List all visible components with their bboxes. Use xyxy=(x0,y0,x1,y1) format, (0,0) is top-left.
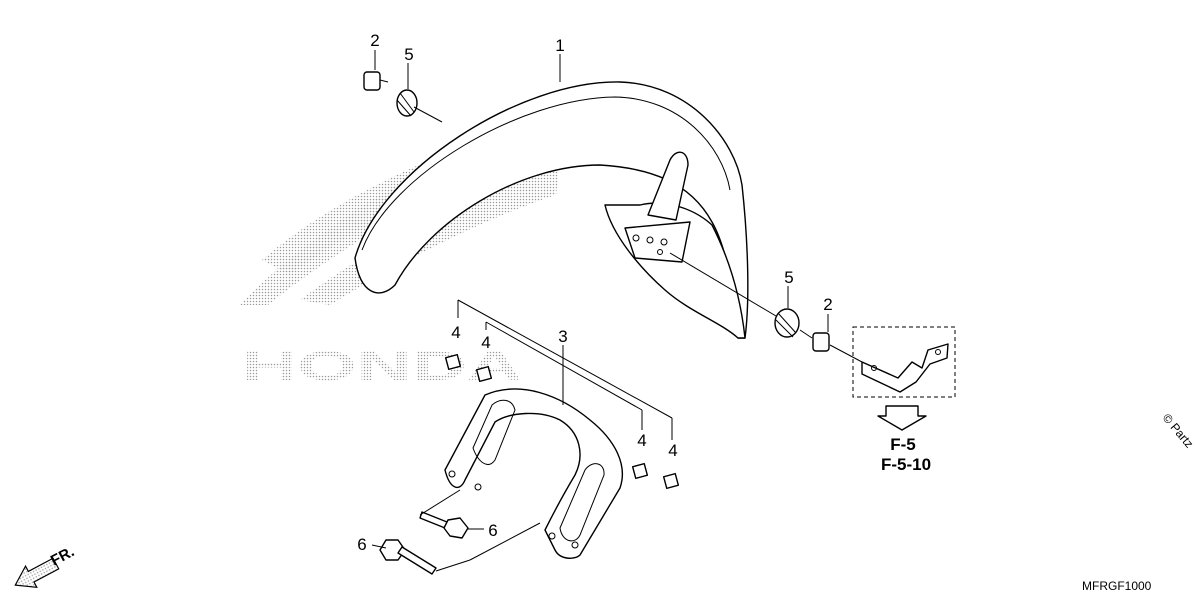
callout-1: 1 xyxy=(555,36,564,55)
diagram-code: MFRGF1000 xyxy=(1082,579,1152,593)
copyright-notice: © Partz xyxy=(1160,411,1197,451)
bolt-2-upper xyxy=(363,71,389,91)
cross-reference-arrow xyxy=(877,405,927,431)
bolt-2-lower xyxy=(812,332,830,352)
callout-2-lower: 2 xyxy=(823,295,832,314)
callout-2-upper: 2 xyxy=(370,31,379,50)
callout-4-b: 4 xyxy=(481,333,490,352)
callout-4-c: 4 xyxy=(637,431,646,450)
flange-bolt-6-upper xyxy=(419,511,469,539)
callout-3: 3 xyxy=(558,327,567,346)
callout-4-a: 4 xyxy=(451,323,460,342)
clip-4-a xyxy=(444,353,462,371)
clip-4-c xyxy=(631,462,649,480)
callout-5-lower: 5 xyxy=(784,268,793,287)
front-fender xyxy=(354,81,749,339)
bracket-reference-box xyxy=(852,326,956,398)
fender-bracket xyxy=(861,343,949,393)
callout-6-upper: 6 xyxy=(488,521,497,540)
callout-6-lower: 6 xyxy=(357,535,366,554)
clip-4-b xyxy=(475,365,493,383)
front-direction-arrow xyxy=(14,557,60,588)
fender-stay xyxy=(444,388,624,559)
grommet-5-lower xyxy=(774,308,800,338)
callout-5-upper: 5 xyxy=(404,45,413,64)
grommet-5-upper xyxy=(396,89,418,117)
callout-4-d: 4 xyxy=(668,441,677,460)
cross-reference-secondary: F-5-10 xyxy=(881,455,931,474)
flange-bolt-6-lower xyxy=(379,539,437,575)
cross-reference-primary: F-5 xyxy=(890,435,916,454)
clip-4-d xyxy=(662,472,680,490)
honda-wordmark: HONDA xyxy=(242,342,522,389)
